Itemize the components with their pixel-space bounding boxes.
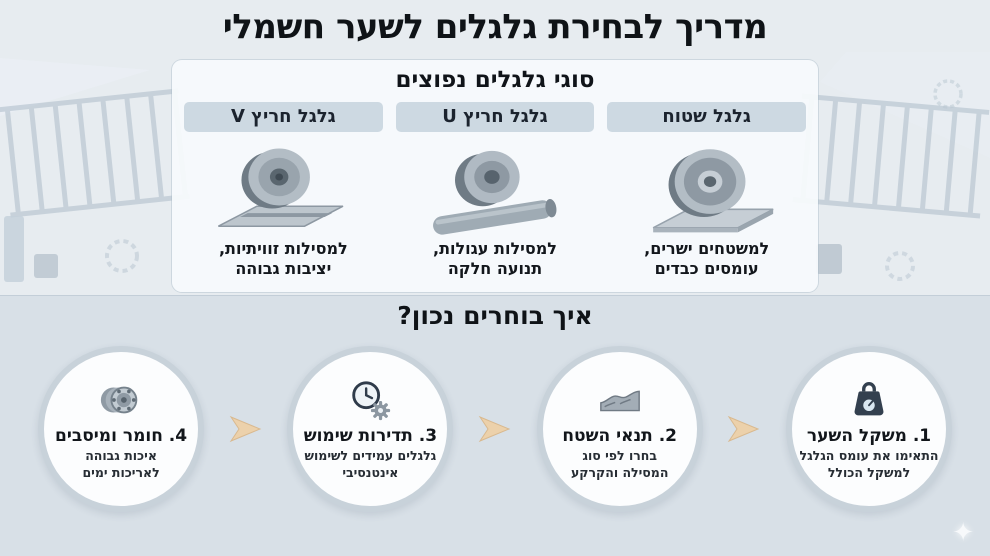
description-line: המסילה והקרקע <box>570 464 669 480</box>
step-materials-bearings: 4. חומר ומיסבים איכות גבוהה לאריכות ימים <box>38 346 205 512</box>
description-line: גלגלים עמידים לשימוש <box>304 448 437 464</box>
wheel-type-description: למסילות עגולות, תנועה חלקה <box>396 239 595 280</box>
flow-arrow-icon <box>727 414 761 444</box>
wheel-type-columns: גלגל שטוח למשטחים ישרים, עו <box>172 102 818 280</box>
description-line: תנועה חלקה <box>447 259 543 279</box>
wheel-type-card-v-groove: גלגל חריץ V למסילות זוויתיות, יציבות גבו <box>183 102 383 280</box>
step-description: התאימו את עומס הגלגל למשקל הכולל <box>800 448 939 481</box>
step-usage-frequency: 3. תדירות שימוש גלגלים עמידים לשימוש אינ… <box>287 346 454 512</box>
description-line: איכות גבוהה <box>85 448 157 464</box>
step-description: בחרו לפי סוג המסילה והקרקע <box>571 448 668 481</box>
description-line: לאריכות ימים <box>82 464 160 480</box>
step-title: 4. חומר ומיסבים <box>55 426 188 447</box>
wheel-types-heading: סוגי גלגלים נפוצים <box>395 67 595 93</box>
gate-weight-icon <box>846 377 892 426</box>
wheel-type-description: למשטחים ישרים, עומסים כבדים <box>607 239 806 280</box>
description-line: התאימו את עומס הגלגל <box>799 448 939 464</box>
description-line: יציבות גבוהה <box>235 259 332 279</box>
wheel-type-description: למסילות זוויתיות, יציבות גבוהה <box>184 239 383 280</box>
flow-arrow-icon <box>229 414 263 444</box>
wheel-type-card-u-groove: גלגל חריץ U למסילו <box>395 102 595 280</box>
gate-decor-left-icon <box>0 58 190 282</box>
description-line: אינטנסיבי <box>342 464 399 480</box>
description-line: בחרו לפי סוג <box>582 448 657 464</box>
wheel-type-name: גלגל חריץ V <box>183 102 383 132</box>
description-line: למשקל הכולל <box>827 464 911 480</box>
flat-wheel-icon <box>607 136 806 238</box>
how-to-choose-heading: איך בוחרים נכון? <box>397 301 593 330</box>
description-line: עומסים כבדים <box>654 259 759 279</box>
terrain-icon <box>597 377 643 426</box>
step-title: 2. תנאי השטח <box>562 426 678 447</box>
step-gate-weight: 1. משקל השער התאימו את עומס הגלגל למשקל … <box>786 346 952 512</box>
wheel-types-section: סוגי גלגלים נפוצים גלגל שטוח <box>172 60 818 292</box>
sparkle-icon: ✦ <box>952 518 974 548</box>
flow-arrow-icon <box>478 414 512 444</box>
step-title: 3. תדירות שימוש <box>303 426 438 447</box>
clock-gear-icon <box>347 377 393 426</box>
step-description: איכות גבוהה לאריכות ימים <box>82 448 159 481</box>
description-line: למשטחים ישרים, <box>644 239 770 258</box>
wheel-type-name: גלגל שטוח <box>607 102 806 132</box>
wheel-type-card-flat: גלגל שטוח למשטחים ישרים, עו <box>607 102 806 280</box>
gate-decor-right-icon <box>792 52 990 281</box>
step-title: 1. משקל השער <box>806 426 932 447</box>
wheel-type-name: גלגל חריץ U <box>395 102 595 132</box>
steps-row: 1. משקל השער התאימו את עומס הגלגל למשקל … <box>0 346 990 512</box>
page-title: מדריך לבחירת גלגלים לשער חשמלי <box>222 7 768 47</box>
v-groove-wheel-icon <box>184 136 383 238</box>
u-groove-wheel-icon <box>396 136 595 238</box>
step-description: גלגלים עמידים לשימוש אינטנסיבי <box>305 448 437 481</box>
description-line: למסילות עגולות, <box>432 239 557 258</box>
bearings-icon <box>98 377 144 426</box>
step-terrain: 2. תנאי השטח בחרו לפי סוג המסילה והקרקע <box>536 346 703 512</box>
description-line: למסילות זוויתיות, <box>218 239 348 258</box>
